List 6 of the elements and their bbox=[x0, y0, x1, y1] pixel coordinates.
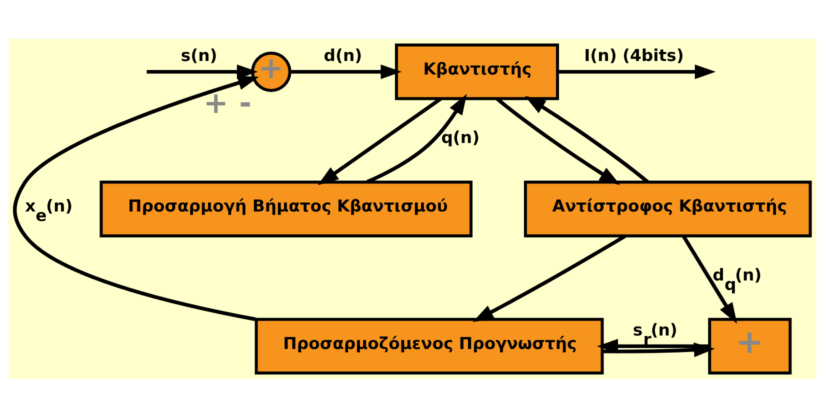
edge-label: I(n) (4bits) bbox=[584, 46, 684, 65]
edge-label: s(n) bbox=[180, 46, 218, 65]
node-label: - bbox=[239, 85, 252, 120]
node-label: + bbox=[203, 85, 228, 120]
edge-label: d(n) bbox=[324, 46, 362, 65]
edge-label: q(n) bbox=[441, 128, 480, 147]
